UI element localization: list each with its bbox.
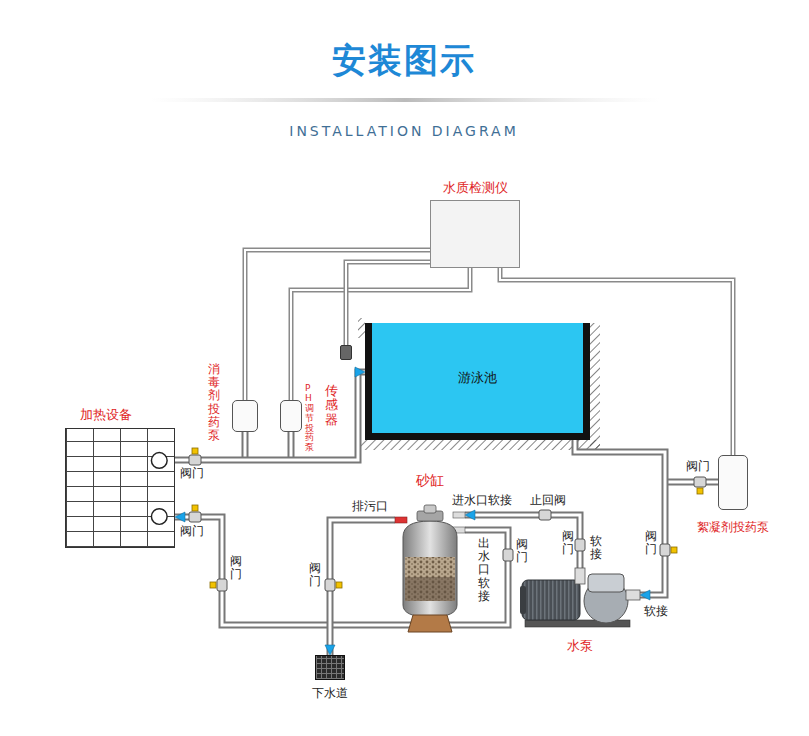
part-label: 阀门 xyxy=(309,562,321,588)
valve-symbol xyxy=(189,448,201,465)
device-label: 下水道 xyxy=(312,686,348,700)
valve-symbol xyxy=(575,539,585,551)
water-pipe xyxy=(325,520,395,655)
water-pump: 水泵 xyxy=(520,568,640,628)
valve-symbol xyxy=(210,579,227,591)
part-label: 软接 xyxy=(590,535,602,561)
device-label: 加热设备 xyxy=(80,407,132,423)
part-label: 止回阀 xyxy=(530,493,566,507)
drain: 下水道 xyxy=(315,655,345,680)
dosing-tank: PH调节投药泵 xyxy=(280,400,302,432)
valve-symbol xyxy=(189,505,201,522)
pool-label: 游泳池 xyxy=(458,370,497,386)
valve-symbol xyxy=(325,579,342,591)
valve-symbol xyxy=(503,549,513,561)
ground-hatch xyxy=(360,440,600,450)
water-pipe xyxy=(575,440,665,600)
part-label: 阀门 xyxy=(562,530,574,556)
part-label: 进水口软接 xyxy=(452,493,512,507)
dosing-tank: 消毒剂投药泵 xyxy=(232,400,258,432)
sensor: 传感器 xyxy=(340,345,352,360)
part-label: 阀门 xyxy=(686,459,710,473)
water-pipe xyxy=(175,367,365,460)
part-label: 阀门 xyxy=(180,524,204,538)
part-label: 阀门 xyxy=(230,555,242,581)
ground-hatch xyxy=(358,318,365,338)
device-label: 砂缸 xyxy=(416,472,444,489)
device-label: 传感器 xyxy=(325,384,338,427)
part-label: 阀门 xyxy=(645,530,657,556)
dosing-tank: 絮凝剂投药泵 xyxy=(718,455,748,510)
sand-filter: 砂缸 xyxy=(395,505,465,632)
part-label: 软接 xyxy=(644,604,668,618)
water-pipe xyxy=(175,512,508,625)
ground-hatch xyxy=(590,323,600,450)
heater-unit: 加热设备 xyxy=(65,428,175,548)
subtitle: INSTALLATION DIAGRAM xyxy=(289,123,518,140)
valve-symbol xyxy=(694,477,706,494)
valve-symbol xyxy=(539,510,551,520)
device-label: 絮凝剂投药泵 xyxy=(697,520,769,534)
device-label: PH调节投药泵 xyxy=(305,384,314,453)
page-title: 安装图示 xyxy=(332,40,476,81)
title-divider xyxy=(150,98,660,102)
device-label: 消毒剂投药泵 xyxy=(208,363,220,442)
monitor-box: 水质检测仪 xyxy=(430,200,520,268)
part-label: 出水口软接 xyxy=(478,537,490,603)
part-label: 排污口 xyxy=(352,499,388,513)
valve-symbol xyxy=(660,544,677,556)
device-label: 水质检测仪 xyxy=(443,180,508,196)
part-label: 阀门 xyxy=(516,538,528,564)
part-label: 阀门 xyxy=(180,466,204,480)
device-label: 水泵 xyxy=(567,638,593,654)
swimming-pool: 游泳池 xyxy=(365,323,590,440)
